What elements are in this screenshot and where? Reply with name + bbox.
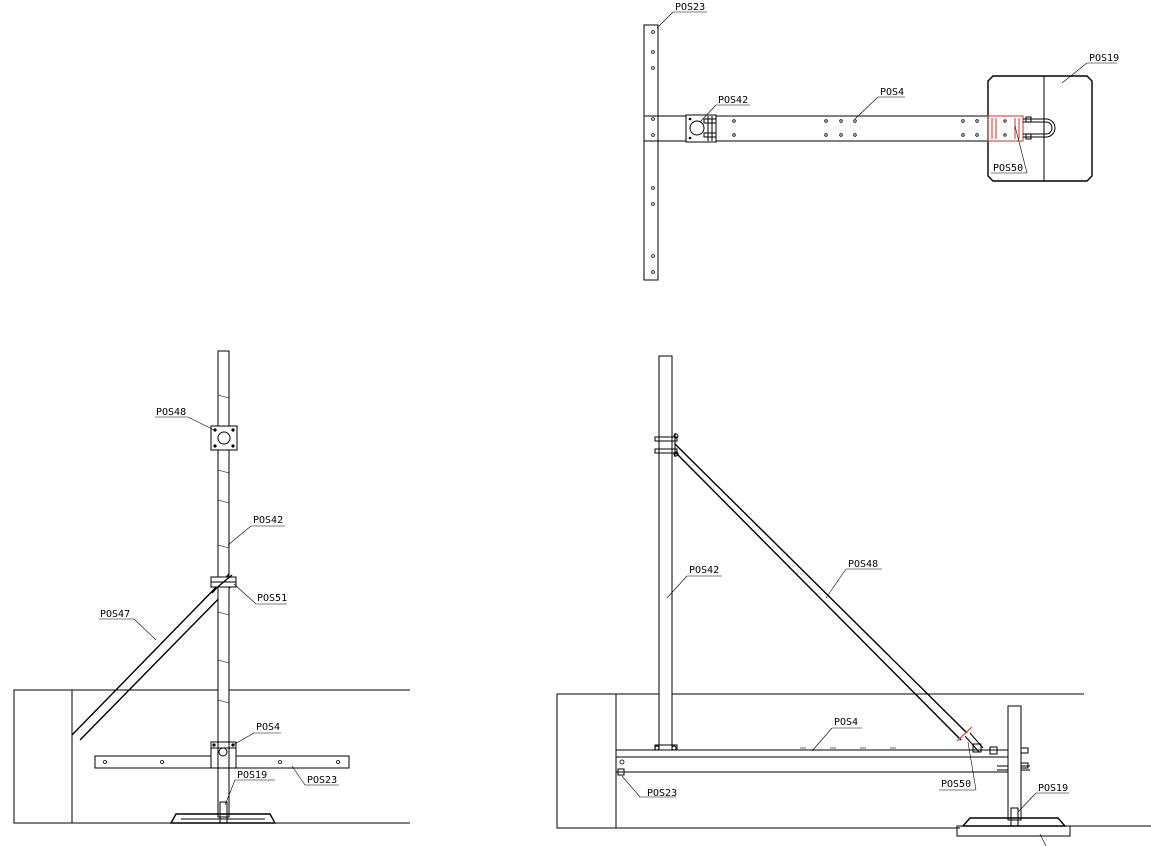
side-pos48-edge-b (674, 451, 962, 741)
side-view (556, 355, 1151, 837)
front-pos23-holes (103, 760, 340, 764)
label-left-pos4: POS4 (256, 722, 280, 733)
side-pos48-edge-a (674, 443, 968, 734)
plan-pos19-base (987, 75, 1093, 182)
side-pos19-post (1007, 705, 1022, 821)
label-top-pos50: POS50 (993, 163, 1023, 174)
label-right-pos4: POS4 (834, 717, 858, 728)
side-pos42-mast (658, 355, 673, 751)
side-ballast-block (556, 693, 617, 829)
label-top-pos23: POS23 (675, 2, 705, 13)
label-right-pos48: POS48 (848, 559, 878, 570)
front-view (13, 350, 410, 824)
label-right-pos42: POS42 (689, 565, 719, 576)
label-left-pos23: POS23 (307, 775, 337, 786)
label-top-pos19: POS19 (1089, 53, 1119, 64)
label-left-pos51: POS51 (257, 593, 287, 604)
label-right-pos50: POS50 (941, 779, 971, 790)
label-left-pos48: POS48 (156, 407, 186, 418)
plan-pos42-clamp (685, 114, 717, 143)
side-pos23-end (617, 768, 625, 776)
side-annotations: POS42 POS48 POS4 POS23 POS50 POS19 (621, 559, 1069, 846)
plan-pos23-holes (651, 30, 655, 274)
plan-pos23-bar (643, 24, 659, 281)
front-pos19-foot (169, 801, 277, 824)
front-annotations: POS48 POS42 POS51 POS47 POS4 POS19 POS23 (99, 407, 339, 806)
front-pos48-clamp (210, 425, 238, 451)
label-top-pos4: POS4 (880, 87, 904, 98)
plan-view (643, 24, 1093, 281)
label-left-pos47: POS47 (100, 609, 130, 620)
front-pos47-edge-b (79, 580, 237, 741)
label-right-pos19: POS19 (1038, 783, 1068, 794)
side-beam-hole (619, 759, 625, 765)
label-left-pos19: POS19 (237, 770, 267, 781)
plan-pos4-holes (732, 119, 979, 137)
plan-annotations: POS23 POS19 POS42 POS4 POS50 (656, 2, 1119, 174)
side-mast-top-clamp (654, 433, 679, 457)
front-mast-break-marks (217, 394, 230, 704)
label-top-pos42: POS42 (718, 95, 748, 106)
front-pos4-clamp (210, 741, 237, 769)
side-brace-bottom-joint (956, 726, 984, 753)
side-pos19-foot (956, 807, 1071, 837)
front-ballast-block (13, 689, 73, 824)
front-pos47-edge-a (71, 573, 230, 736)
label-right-pos23: POS23 (647, 788, 677, 799)
label-left-pos42: POS42 (253, 515, 283, 526)
front-pos51-clamp (210, 574, 237, 591)
side-mast-base-clamp (654, 744, 678, 751)
